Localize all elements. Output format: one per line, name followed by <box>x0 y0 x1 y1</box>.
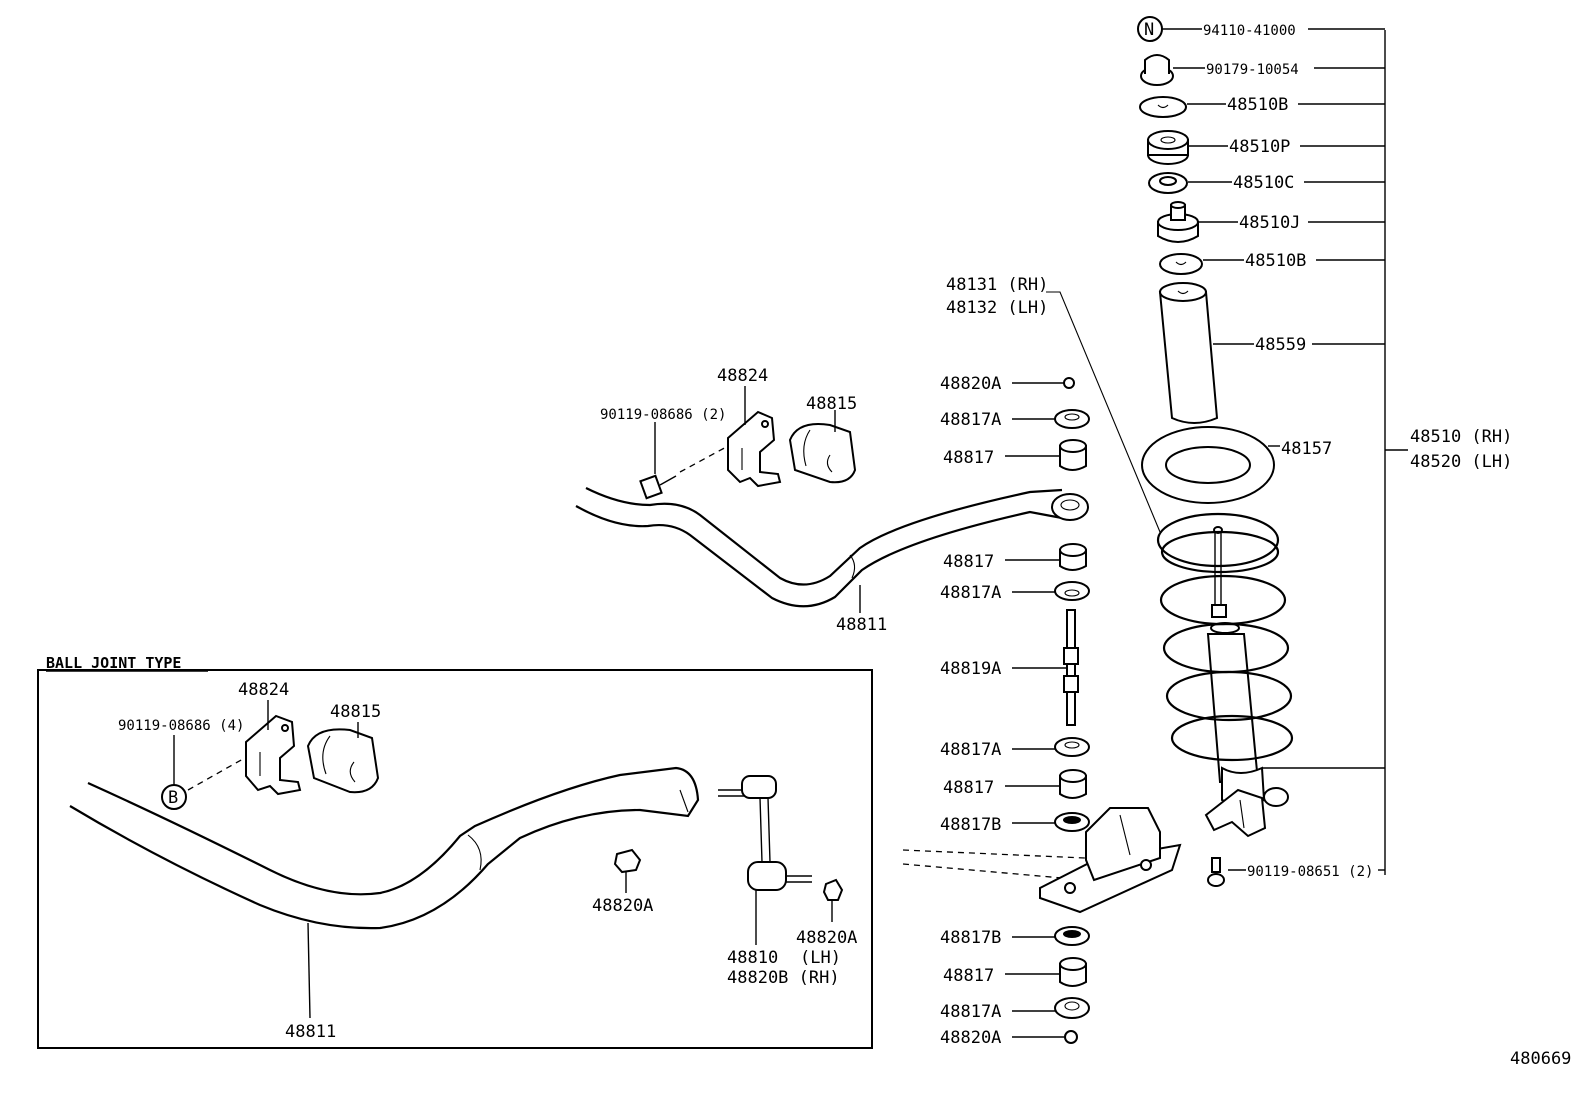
bushing-icon <box>306 728 380 794</box>
cushion-icon <box>1054 581 1090 601</box>
ball-joint-inset: BALL JOINT TYPE 48811 B 90119-08686 (4) … <box>37 654 873 1049</box>
nut-icon <box>1140 54 1174 86</box>
link-part-label: 48817 <box>943 552 994 572</box>
nut-icon <box>1063 377 1075 389</box>
inset-nut-label: 48820A <box>592 896 653 916</box>
upper-stabilizer: 48811 90119-08686 (2) 48824 48815 <box>575 366 1089 635</box>
inset-bracket-label: 48824 <box>238 680 289 700</box>
strut-part-label: 48510B <box>1227 95 1288 115</box>
assembly-label-lh: 48520 (LH) <box>1410 452 1512 472</box>
bushing-icon <box>1059 543 1087 571</box>
bolt-icon <box>639 474 677 500</box>
dust-boot-icon <box>1158 282 1219 424</box>
strut-assembly: N 94110-41000 90179-10054 48510B <box>946 16 1512 887</box>
nut-icon <box>1064 1030 1078 1044</box>
link-part-label: 48817A <box>940 410 1001 430</box>
inset-bar-label: 48811 <box>285 1022 336 1042</box>
n-symbol-icon: N <box>1137 16 1163 42</box>
assembly-label-rh: 48510 (RH) <box>1410 427 1512 447</box>
link-part-label: 48817 <box>943 966 994 986</box>
bolt-icon <box>1207 857 1225 887</box>
svg-text:B: B <box>168 788 178 808</box>
lower-arm-bracket-icon <box>902 807 1182 914</box>
inset-nut-label: 48820A <box>796 928 857 948</box>
cushion-icon <box>1054 997 1090 1019</box>
bushing-icon <box>1059 769 1087 799</box>
upper-bar-label: 48811 <box>836 615 887 635</box>
strut-part-label: 48510J <box>1239 213 1300 233</box>
link-part-label: 48817B <box>940 928 1001 948</box>
link-column: 48820A 48817A 48817 48817 48817A <box>902 374 1182 1048</box>
stopper-seat-icon <box>1157 201 1199 243</box>
inset-frame <box>37 669 873 1049</box>
seat-icon <box>1148 172 1188 194</box>
diagram-id: 480669 <box>1510 1049 1571 1069</box>
link-part-label: 48817A <box>940 583 1001 603</box>
strut-part-label: 48510P <box>1229 137 1290 157</box>
svg-text:N: N <box>1144 20 1154 40</box>
upper-bushing-label: 48815 <box>806 394 857 414</box>
bushing-icon <box>1059 957 1087 987</box>
spring-insulator-icon <box>1141 426 1275 504</box>
inset-bolt-label: 90119-08686 (4) <box>118 718 244 734</box>
washer-icon <box>1139 96 1187 118</box>
inset-link-label-rh: 48820B (RH) <box>727 968 840 988</box>
strut-part-label: 48157 <box>1281 439 1332 459</box>
bushing-icon <box>1059 439 1087 471</box>
coil-spring-label-lh: 48132 (LH) <box>946 298 1048 318</box>
coil-spring-label-rh: 48131 (RH) <box>946 275 1048 295</box>
inset-title: BALL JOINT TYPE <box>46 654 181 672</box>
link-part-label: 48820A <box>940 374 1001 394</box>
upper-bracket-label: 48824 <box>717 366 768 386</box>
link-part-label: 48817 <box>943 778 994 798</box>
link-part-label: 48819A <box>940 659 1001 679</box>
strut-part-label: 90179-10054 <box>1206 62 1299 78</box>
cushion-icon <box>1054 409 1090 429</box>
link-bolt-icon <box>1063 609 1079 726</box>
b-symbol-icon: B <box>161 784 187 810</box>
inset-link-label-lh: 48810 <box>727 948 778 968</box>
link-part-label: 48817B <box>940 815 1001 835</box>
stabilizer-link-icon <box>718 775 812 891</box>
bushing-icon <box>788 423 857 484</box>
strut-part-label: 48559 <box>1255 335 1306 355</box>
strut-part-label: 48510B <box>1245 251 1306 271</box>
strut-part-label: 94110-41000 <box>1203 23 1296 39</box>
strut-mount-icon <box>1147 130 1189 165</box>
strut-part-label: 48510C <box>1233 173 1294 193</box>
link-part-label: 48817 <box>943 448 994 468</box>
link-part-label: 48820A <box>940 1028 1001 1048</box>
washer-icon <box>1159 253 1203 275</box>
cushion-icon <box>1054 737 1090 757</box>
upper-bolt-label: 90119-08686 (2) <box>600 407 726 423</box>
inset-bushing-label: 48815 <box>330 702 381 722</box>
coil-spring-icon <box>1156 512 1294 762</box>
inset-link-side-label: (LH) <box>800 948 841 968</box>
bracket-icon <box>727 410 782 488</box>
link-part-label: 48817A <box>940 1002 1001 1022</box>
bracket-icon <box>245 714 302 796</box>
shock-absorber-icon <box>1204 526 1289 838</box>
retainer-icon <box>1054 926 1090 946</box>
nut-icon <box>613 848 642 874</box>
retainer-icon <box>1054 812 1090 832</box>
link-part-label: 48817A <box>940 740 1001 760</box>
nut-icon <box>822 878 844 901</box>
strut-bolt-label: 90119-08651 (2) <box>1247 864 1373 880</box>
